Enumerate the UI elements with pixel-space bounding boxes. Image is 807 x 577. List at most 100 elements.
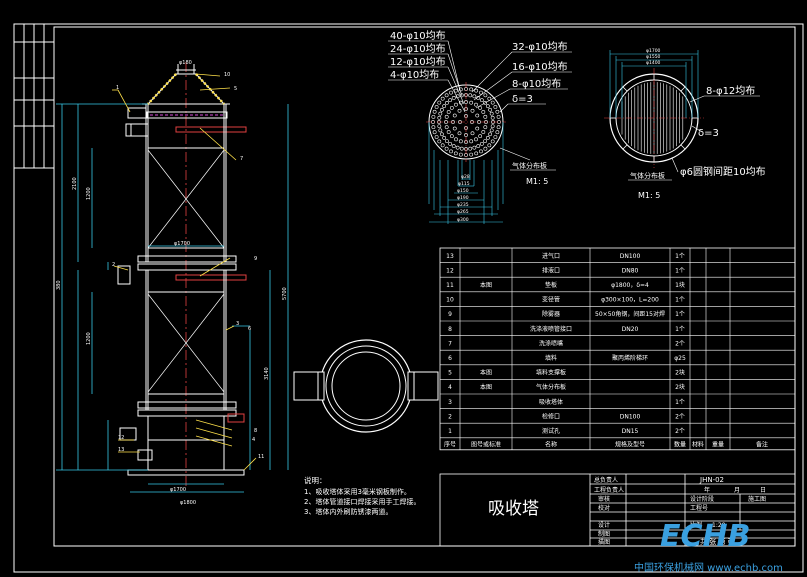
drawing-title: 吸收塔 [488,499,539,519]
hole [489,128,494,133]
bom-cell: 2个 [675,413,685,420]
hole [431,114,436,119]
bom-cell: 4 [448,384,452,391]
title-block [439,473,796,547]
bom-cell: 1个 [675,267,685,274]
hole [477,120,481,124]
hole [453,151,458,156]
hole [472,145,477,150]
hole [483,101,487,105]
detail-b-plate: φ1700 φ1550 φ1400 8-φ12均布 δ=3 φ6圆钢间距10均布… [604,48,766,200]
watermark-main: ECHB [660,519,750,554]
hole [446,130,451,134]
dim-label: φ1700 [170,487,186,493]
bom-cell: 11 [446,282,454,289]
bom-cell: 除雾器 [542,310,560,318]
part-number: 8 [254,428,257,434]
notes-heading: 说明： [304,475,327,485]
bom-cell: 8 [448,326,452,333]
bom-cell: 10 [446,297,454,304]
bom-header: 材料 [692,440,704,448]
callout-label: 32-φ10均布 [512,41,568,53]
part-number: 1 [116,85,119,91]
detail-a-plate: φ28 φ115 φ150 φ190 φ235 φ265 φ300 40-φ10… [388,30,572,224]
callout-label: φ6圆钢间距10均布 [680,165,766,178]
hole [474,88,479,93]
bom-header: 图号或标准 [471,440,501,448]
hole [440,96,445,101]
hole [438,128,443,133]
bom-cell: DN100 [620,413,641,420]
callout-label: δ=3 [512,94,533,105]
dim-label: φ190 [457,195,469,201]
hole [479,90,483,95]
hole [438,111,443,116]
part-number: 13 [118,447,124,453]
tower-dim-text: φ1700 φ1700 φ1800 φ180 380 2100 1200 120… [56,60,288,506]
dim-label: φ150 [457,188,469,194]
bom-frame [439,247,796,451]
hole [479,141,484,146]
dim-label: 1200 [86,332,92,345]
role-label: 设计 [598,521,610,529]
callout-label: 12-φ10均布 [390,56,446,68]
hole [495,130,500,135]
hole [448,98,453,103]
note-line: 1、吸收塔体采用3毫米钢板制作。 [304,487,411,496]
dim-label: φ180 [179,60,192,66]
detail-caption: 气体分布板 [512,161,547,170]
hole [455,145,460,150]
dim-label: 3140 [264,367,270,380]
bom-header: 备注 [756,440,768,448]
hole [440,107,444,112]
bom-cell: 1 [448,428,452,435]
dim-label: 380 [56,280,62,290]
outer-frame [13,23,804,573]
bom-cell: 9 [448,311,452,318]
tower-elevation [117,62,247,488]
hole [464,100,468,104]
bom-cell: DN20 [622,326,639,333]
callout-label: 40-φ10均布 [390,30,446,42]
hole [490,124,495,129]
dim-label: φ235 [457,202,469,208]
callout-label: 8-φ10均布 [512,78,561,90]
hole [483,114,488,119]
hole [454,137,458,142]
sheet-label: 共 张 第 张 [700,537,735,546]
hole [458,139,463,144]
hole [431,125,436,130]
bom-cell: 5 [448,370,452,377]
hole [449,105,454,110]
hole [483,139,487,143]
hole [449,134,454,139]
dim-label: φ1800 [180,500,196,506]
bom-cell: 1个 [675,311,685,318]
hole [432,109,437,114]
hole [483,146,488,151]
hole [478,105,483,110]
hole [464,133,468,137]
dim-label: 2100 [72,177,78,190]
bom-cell: 排液口 [542,266,560,274]
right-label: 月 [734,487,740,494]
right-label: 日 [760,487,766,494]
hole [490,100,495,105]
bom-header: 规格及型号 [615,440,645,448]
hole [481,110,486,114]
bom-cell: 检修口 [542,412,560,420]
drawing-number: JHN-02 [699,476,724,484]
bom-header: 数量 [674,440,686,448]
binding-margin [14,24,54,169]
hole [493,135,498,139]
hole [489,111,494,116]
right-label: 比例 [690,521,702,529]
bom-cell: 3 [448,399,452,406]
bom-cell: 2 [448,413,452,420]
detail-caption: 气体分布板 [630,171,665,180]
hole [457,108,462,113]
hole [475,113,480,118]
bom-cell: 垫板 [545,281,557,289]
bom-cell: 本图 [480,383,492,391]
hole [442,135,447,140]
